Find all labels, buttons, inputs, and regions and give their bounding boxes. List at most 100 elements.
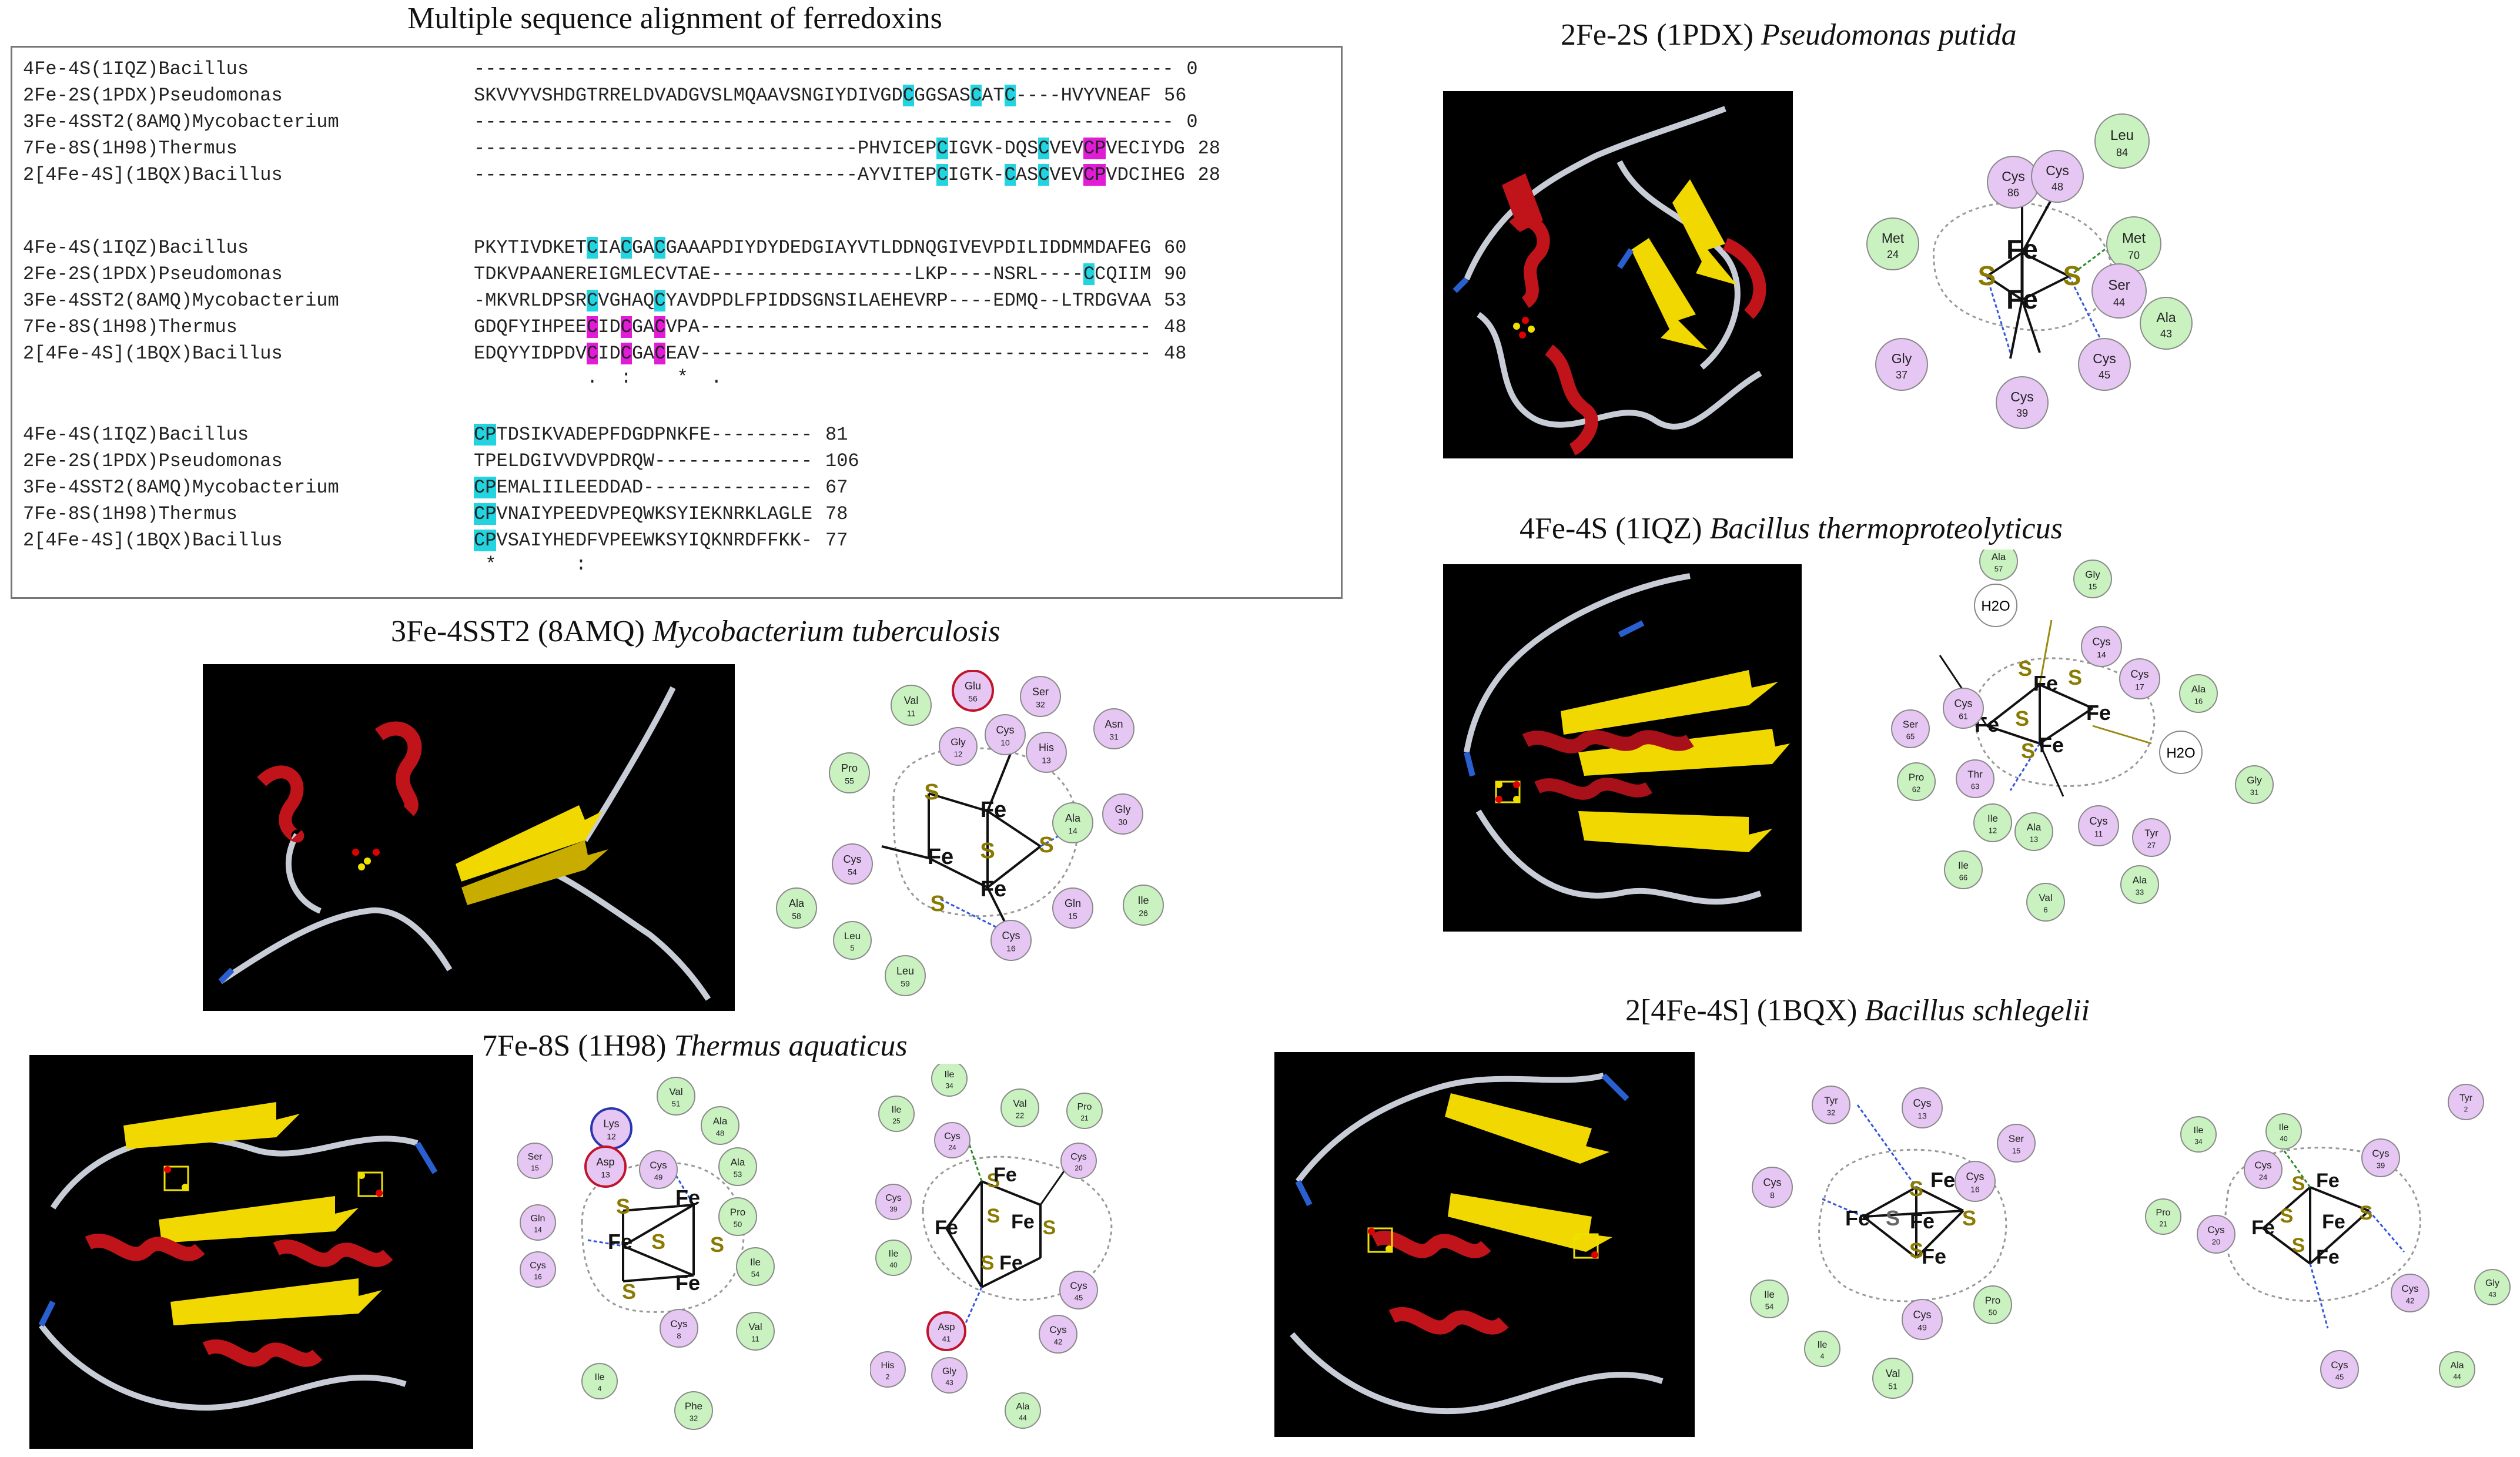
residue-number: 50: [1989, 1308, 1997, 1317]
residue-name: Ala: [2133, 875, 2147, 886]
residue-name: Cys: [2372, 1148, 2389, 1159]
residue-name: Asp: [596, 1156, 614, 1168]
iron-atom: Fe: [2316, 1170, 2340, 1192]
caption-8amq: 3Fe-4SST2 (8AMQ) Mycobacterium tuberculo…: [391, 615, 1000, 648]
iron-atom: Fe: [2322, 1211, 2345, 1233]
alignment-row-sequence: SKVVYVSHDGTRRELDVADGVSLMQAAVSNGIYDIVGDCG…: [474, 85, 1152, 106]
residue-node: Phe 32: [674, 1391, 713, 1430]
binding-pocket-outline: [892, 747, 1079, 917]
residue-number: 15: [531, 1164, 539, 1173]
alignment-row-position: 48: [1164, 343, 1187, 364]
residue-number: 33: [2136, 888, 2144, 897]
alignment-row-name: 2Fe-2S(1PDX)Pseudomonas: [23, 263, 283, 285]
residue-name: Leu: [896, 965, 914, 977]
residue-number: 32: [1036, 700, 1045, 709]
residue-number: 32: [690, 1414, 698, 1423]
residue-name: Ile: [945, 1070, 955, 1080]
residue-number: 41: [942, 1335, 951, 1344]
residue-name: Ser: [2108, 277, 2130, 293]
residue-name: Cys: [1913, 1309, 1932, 1321]
alignment-row-sequence: CPTDSIKVADEPFDGDPNKFE---------: [474, 424, 813, 446]
iron-atom: Fe: [2033, 671, 2058, 695]
residue-number: 16: [534, 1273, 542, 1281]
residue-number: 24: [948, 1144, 956, 1152]
alignment-row-position: 28: [1197, 164, 1220, 186]
sulfur-atom: S: [987, 1170, 1000, 1192]
residue-name: Cys: [2131, 668, 2149, 680]
residue-name: Cys: [944, 1131, 961, 1141]
residue-number: 66: [1959, 873, 1967, 882]
residue-name: Phe: [685, 1401, 702, 1412]
sulfur-atom: S: [980, 839, 995, 863]
caption-1iqz: 4Fe-4S (1IQZ) Bacillus thermoproteolytic…: [1520, 512, 2063, 545]
residue-name: Ala: [2027, 822, 2042, 833]
alignment-row-sequence: ----------------------------------------…: [474, 58, 1174, 80]
iron-atom: Fe: [993, 1164, 1017, 1186]
residue-name: Ile: [1764, 1289, 1775, 1300]
iron-atom: Fe: [2251, 1217, 2275, 1239]
residue-name: Cys: [996, 724, 1015, 736]
residue-name: Ala: [789, 897, 805, 909]
sulfur-atom: S: [710, 1232, 724, 1257]
residue-name: Val: [2039, 892, 2052, 903]
iron-atom: Fe: [608, 1230, 632, 1254]
iron-atom: Fe: [675, 1185, 700, 1210]
residue-number: 24: [2259, 1173, 2267, 1182]
residue-name: Thr: [1967, 769, 1983, 780]
sulfur-atom: S: [987, 1205, 1000, 1227]
residue-number: 86: [2007, 187, 2019, 199]
residue-number: 44: [2453, 1373, 2461, 1381]
residue-name: Val: [1886, 1368, 1900, 1379]
caption-1bqx: 2[4Fe-4S] (1BQX) Bacillus schlegelii: [1625, 994, 2090, 1027]
residue-name: Ile: [2194, 1126, 2204, 1136]
residue-number: 45: [1075, 1294, 1083, 1302]
residue-number: 20: [1075, 1164, 1083, 1173]
alignment-title: Multiple sequence alignment of ferredoxi…: [407, 2, 942, 35]
residue-name: Cys: [1070, 1280, 1087, 1291]
residue-number: 43: [2160, 328, 2172, 340]
water-label: H2O: [1981, 598, 2010, 614]
alignment-row-name: 4Fe-4S(1IQZ)Bacillus: [23, 58, 249, 80]
residue-number: 37: [1896, 369, 1907, 381]
residue-name: Cys: [650, 1160, 667, 1171]
iron-atom: Fe: [1011, 1211, 1035, 1233]
residue-number: 30: [1118, 818, 1127, 827]
alignment-row-name: 4Fe-4S(1IQZ)Bacillus: [23, 424, 249, 446]
residue-number: 34: [2194, 1138, 2203, 1146]
alignment-row-position: 0: [1186, 58, 1198, 80]
residue-number: 59: [901, 979, 910, 989]
residue-number: 25: [892, 1117, 901, 1126]
residue-number: 14: [2097, 650, 2106, 659]
residue-name: Cys: [1070, 1152, 1087, 1162]
iron-atom: Fe: [2039, 733, 2064, 757]
residue-name: Val: [669, 1086, 682, 1097]
residue-number: 2: [886, 1373, 890, 1381]
residue-name: Gly: [2085, 569, 2100, 580]
residue-name: Cys: [530, 1261, 546, 1271]
sulfur-atom: S: [2063, 260, 2081, 291]
residue-number: 8: [677, 1332, 681, 1341]
